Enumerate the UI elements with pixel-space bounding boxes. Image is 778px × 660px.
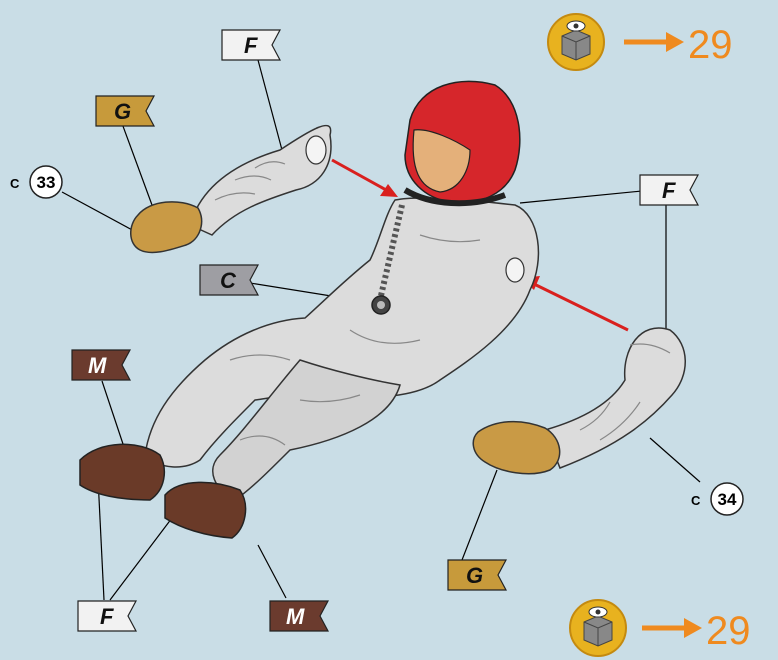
flag-letter: M: [88, 353, 107, 378]
step-target: 29: [706, 609, 751, 653]
left-boot: [80, 444, 164, 500]
flag-f-bottom: F: [78, 601, 136, 631]
flag-f-top-left: F: [222, 30, 280, 60]
flag-f-right: F: [640, 175, 698, 205]
flag-letter: F: [662, 178, 676, 203]
flag-c-center: C: [200, 265, 258, 295]
flag-letter: G: [466, 563, 483, 588]
callout-number: 33: [37, 173, 56, 192]
flag-letter: G: [114, 99, 131, 124]
right-boot: [165, 482, 246, 538]
flag-letter: M: [286, 604, 305, 629]
right-arm-part: [473, 328, 685, 474]
callout-part-34: C 34: [691, 483, 743, 515]
step-ref-bottom: 29: [570, 600, 751, 656]
callout-number: 34: [718, 490, 737, 509]
flag-g-top-left: G: [96, 96, 154, 126]
callout-prefix: C: [691, 493, 701, 508]
flag-letter: C: [220, 268, 237, 293]
step-target: 29: [688, 23, 733, 67]
callout-part-33: C 33: [10, 166, 62, 198]
left-arm-part: [131, 126, 331, 253]
shoulder-socket: [506, 258, 524, 282]
step-ref-top: 29: [548, 14, 733, 70]
callout-prefix: C: [10, 176, 20, 191]
right-glove: [473, 422, 559, 474]
flag-g-bottom: G: [448, 560, 506, 590]
left-glove: [131, 202, 202, 253]
flag-letter: F: [244, 33, 258, 58]
arm-socket: [306, 136, 326, 164]
flag-m-bottom: M: [270, 601, 328, 631]
flag-letter: F: [100, 604, 114, 629]
flag-m-left: M: [72, 350, 130, 380]
